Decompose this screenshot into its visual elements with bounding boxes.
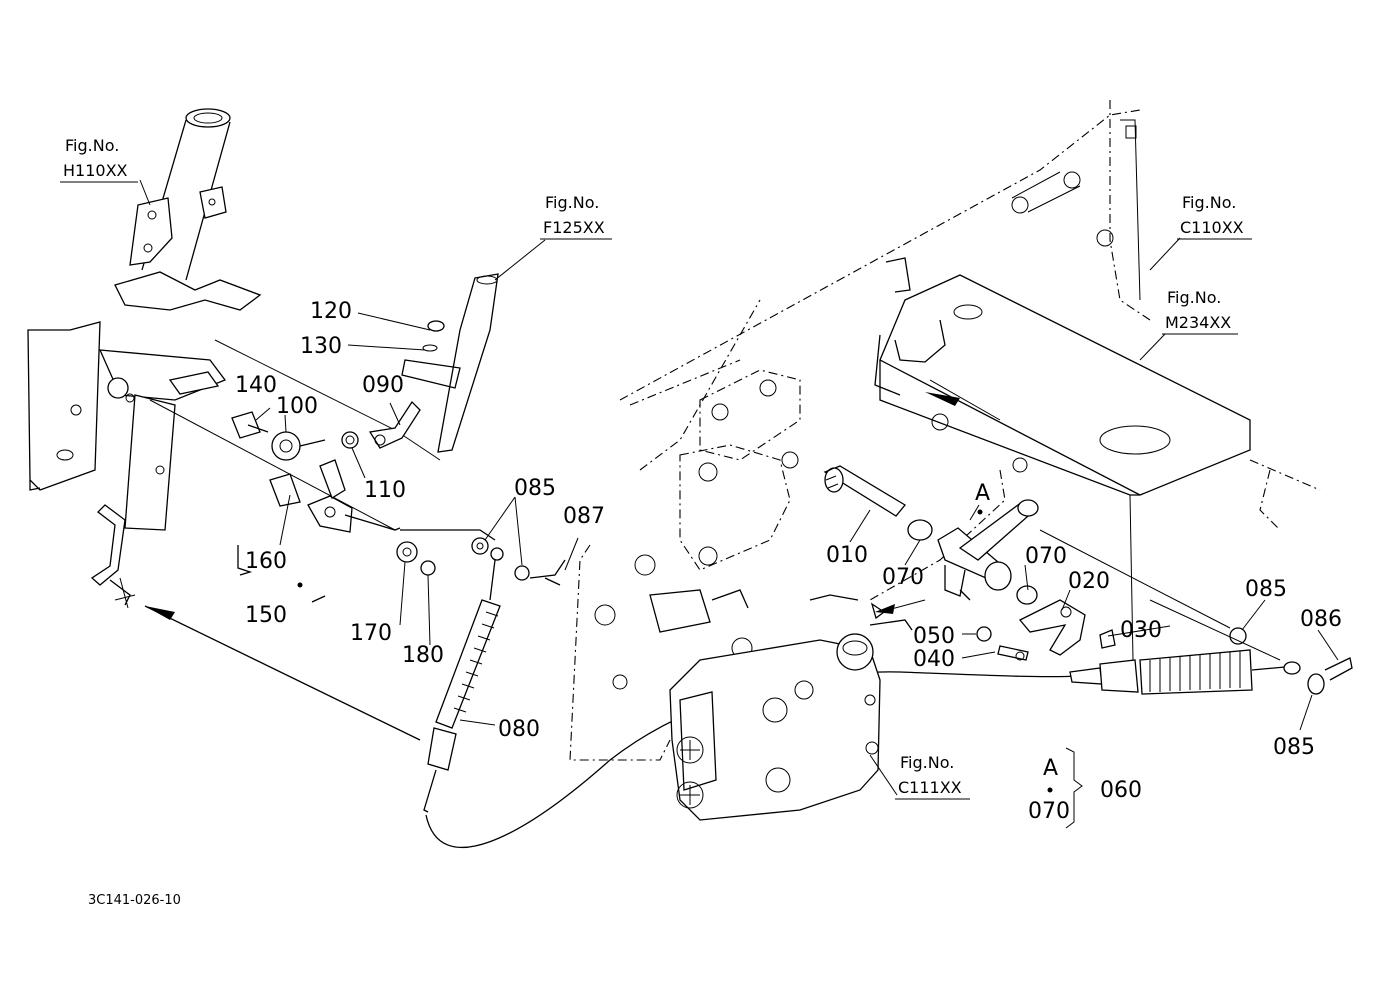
fig-ref-c111-caption: Fig.No. [900, 753, 954, 772]
part-label-085-upper-right: 085 [1245, 577, 1287, 602]
part-label-020: 020 [1068, 569, 1110, 594]
fig-ref-h110-number: H110XX [63, 161, 128, 180]
part-label-086: 086 [1300, 607, 1342, 632]
fig-ref-c111: Fig.No. C111XX [895, 753, 970, 800]
steering-column-bracket [27, 108, 262, 609]
fig-ref-f125: Fig.No. F125XX [540, 193, 612, 240]
fig-ref-c110-caption: Fig.No. [1182, 193, 1236, 212]
part-number-labels: 120 130 140 100 090 110 160 150 085 087 … [235, 299, 1342, 760]
detail-marker-a: A [975, 481, 990, 506]
assembly-note: A 070 060 [1028, 747, 1142, 829]
leader-lines [139, 179, 1339, 796]
fig-ref-h110-caption: Fig.No. [65, 136, 119, 155]
part-label-085-lower-right: 085 [1273, 735, 1315, 760]
part-label-110: 110 [364, 478, 406, 503]
drawing-code: 3C141-026-10 [88, 893, 181, 908]
part-label-120: 120 [310, 299, 352, 324]
assembly-note-brace [1065, 747, 1083, 829]
housing-cover [874, 257, 1251, 496]
part-label-085-left: 085 [514, 476, 556, 501]
part-label-087: 087 [563, 504, 605, 529]
fig-ref-m234-number: M234XX [1165, 313, 1231, 332]
fig-ref-f125-caption: Fig.No. [545, 193, 599, 212]
part-label-180: 180 [402, 643, 444, 668]
part-label-100: 100 [276, 394, 318, 419]
group-150-bracket [237, 545, 326, 603]
control-valve-body [669, 594, 913, 821]
fig-ref-c110: Fig.No. C110XX [1177, 193, 1252, 240]
part-label-070-left: 070 [882, 565, 924, 590]
part-label-170: 170 [350, 621, 392, 646]
detail-marker-a-dot [977, 509, 983, 515]
fig-ref-f125-number: F125XX [543, 218, 605, 237]
part-label-050: 050 [913, 624, 955, 649]
fig-ref-c110-number: C110XX [1180, 218, 1244, 237]
shaft-and-lever [823, 465, 1116, 661]
part-label-080: 080 [498, 717, 540, 742]
part-label-160: 160 [245, 549, 287, 574]
pedal-link-parts [149, 273, 566, 586]
control-cable [423, 547, 1081, 849]
valve-block-left [594, 369, 801, 690]
assembly-note-group: 060 [1100, 778, 1142, 803]
fig-ref-c111-number: C111XX [898, 778, 962, 797]
group-150-marker [297, 582, 303, 588]
part-label-140: 140 [235, 373, 277, 398]
fig-ref-m234-caption: Fig.No. [1167, 288, 1221, 307]
fig-ref-h110: Fig.No. H110XX [60, 136, 138, 183]
part-label-010: 010 [826, 543, 868, 568]
part-label-030: 030 [1120, 618, 1162, 643]
transmission-case-outline [569, 100, 1321, 761]
part-label-150: 150 [245, 603, 287, 628]
part-label-070-right: 070 [1025, 544, 1067, 569]
part-label-130: 130 [300, 334, 342, 359]
cable-end-right [1069, 627, 1353, 695]
fig-ref-m234: Fig.No. M234XX [1162, 288, 1238, 335]
assembly-note-marker: A [1043, 756, 1058, 781]
assembly-note-dot [1047, 787, 1053, 793]
part-label-090: 090 [362, 373, 404, 398]
part-label-040: 040 [913, 647, 955, 672]
assembly-note-part: 070 [1028, 799, 1070, 824]
